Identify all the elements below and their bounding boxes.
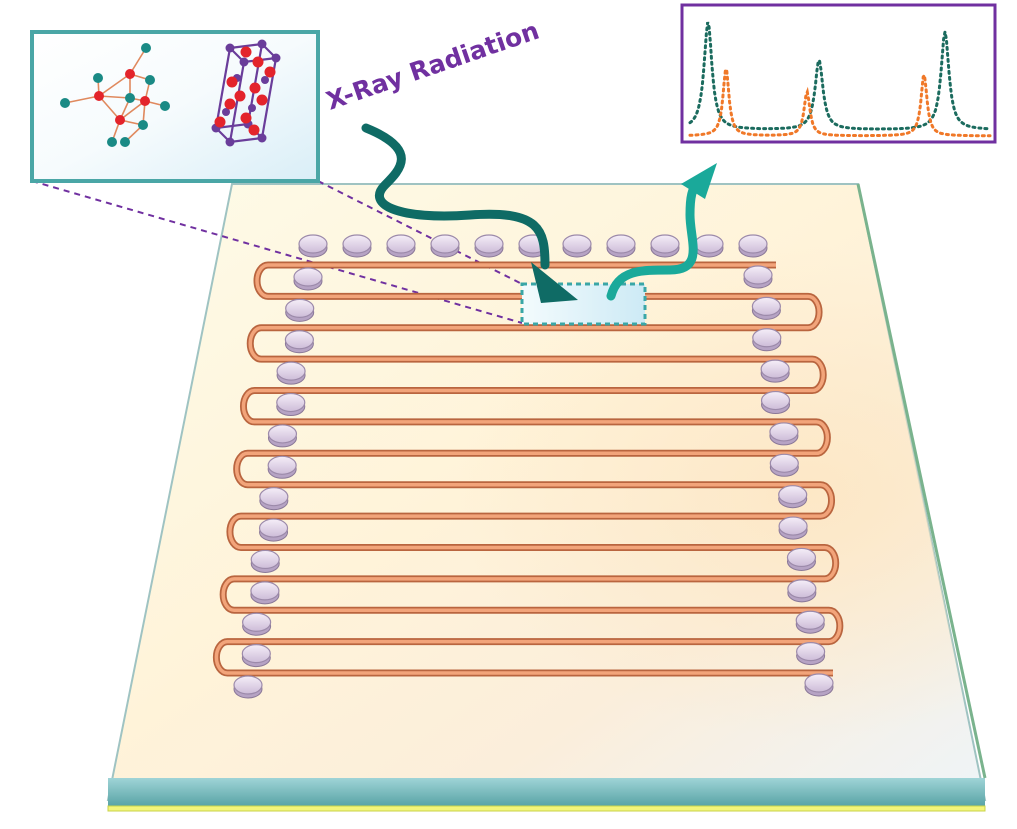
diffracted-beam-arrow <box>606 163 717 301</box>
well-right <box>760 390 791 415</box>
well-top <box>650 234 680 258</box>
well-right <box>752 328 782 352</box>
well-left <box>250 549 280 573</box>
xray-radiation-label: X-Ray Radiation <box>323 16 543 116</box>
well-right <box>760 359 790 383</box>
well-left <box>241 644 271 668</box>
reservoir-wells <box>233 234 834 699</box>
well-left <box>276 392 306 417</box>
serpentine-channel <box>212 261 844 677</box>
well-left <box>250 581 280 605</box>
well-top <box>342 234 372 258</box>
well-right <box>743 265 773 289</box>
channel-fill <box>214 263 842 675</box>
well-left <box>267 455 297 479</box>
well-right <box>786 547 817 571</box>
well-top <box>474 234 504 258</box>
well-left <box>276 361 306 385</box>
well-right <box>778 516 808 540</box>
well-right <box>778 485 808 509</box>
diffraction-graph-inset <box>680 3 997 144</box>
unit-cell-icon <box>211 39 281 147</box>
well-right <box>796 642 826 666</box>
well-left <box>267 424 298 448</box>
diffraction-pattern-icon <box>688 21 992 138</box>
well-left <box>259 487 289 511</box>
spectrum-series-2 <box>688 65 992 138</box>
well-top <box>386 234 416 258</box>
well-right <box>795 610 825 634</box>
well-right <box>787 579 817 603</box>
well-left <box>284 330 314 354</box>
well-right <box>769 422 799 446</box>
well-left <box>242 612 272 636</box>
well-left <box>233 675 263 699</box>
crystal-structure-icon <box>60 43 170 147</box>
well-top <box>298 234 328 258</box>
well-right <box>751 296 781 320</box>
well-top <box>738 234 768 258</box>
well-right <box>769 453 799 477</box>
well-top <box>694 234 724 258</box>
well-right <box>804 673 834 697</box>
well-top <box>430 234 460 258</box>
spectrum-series-1 <box>688 21 992 131</box>
well-top <box>562 234 592 258</box>
well-left <box>293 267 323 291</box>
crystal-structure-inset <box>30 30 320 183</box>
well-left <box>285 298 315 322</box>
well-top <box>606 234 636 258</box>
incoming-xray-arrow <box>361 123 578 303</box>
well-left <box>258 518 289 542</box>
